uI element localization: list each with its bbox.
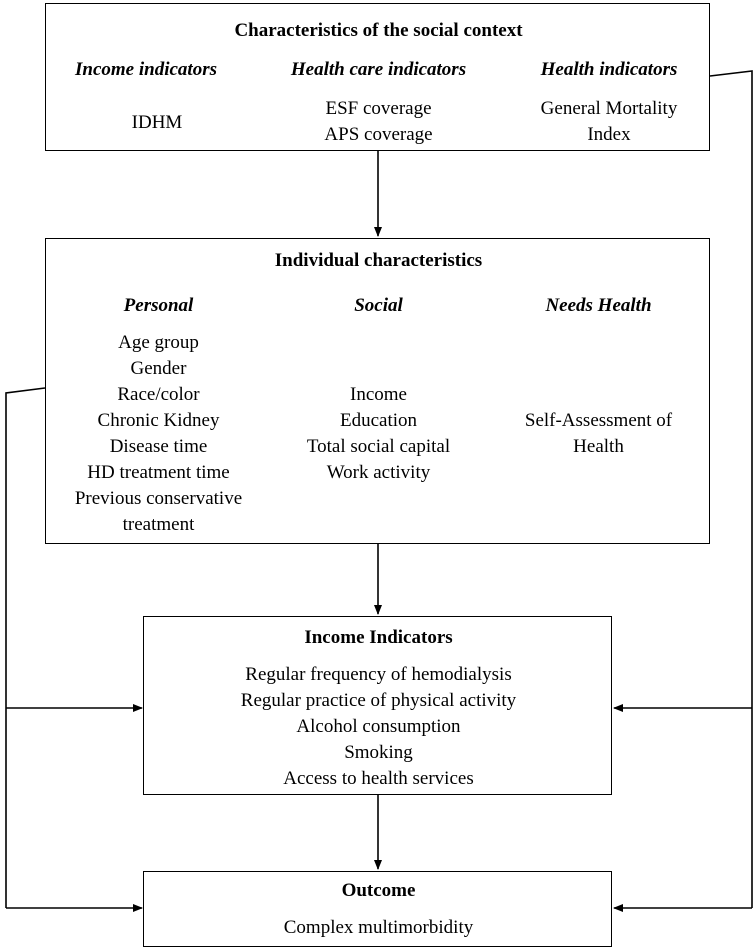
alcohol-consumption-item: Alcohol consumption xyxy=(296,716,461,737)
right-loop-line xyxy=(709,70,753,908)
education-item: Education xyxy=(339,410,418,431)
hemodialysis-frequency-item: Regular frequency of hemodialysis xyxy=(245,664,512,685)
physical-activity-item: Regular practice of physical activity xyxy=(240,690,517,711)
idhm-item: IDHM xyxy=(131,112,183,133)
left-loop-line xyxy=(5,387,46,908)
health-indicators-heading: Health indicators xyxy=(540,59,678,80)
social-context-box: Characteristics of the social context In… xyxy=(45,3,710,151)
work-activity-item: Work activity xyxy=(326,462,431,483)
needs-health-heading: Needs Health xyxy=(545,295,652,316)
outcome-box: Outcome Complex multimorbidity xyxy=(143,871,612,947)
esf-coverage-item: ESF coverage xyxy=(325,98,432,119)
access-health-services-item: Access to health services xyxy=(283,768,474,789)
income-indicators-heading: Income indicators xyxy=(75,59,217,80)
previous-conservative-item: Previous conservative xyxy=(74,488,243,509)
total-social-capital-item: Total social capital xyxy=(306,436,451,457)
income-indicators-box: Income Indicators Regular frequency of h… xyxy=(143,616,612,795)
social-list: Income Education Total social capital Wo… xyxy=(266,382,491,486)
health-care-indicators-list: ESF coverage APS coverage xyxy=(271,96,486,148)
self-assessment-item: Self-Assessment of xyxy=(524,410,673,431)
income-item: Income xyxy=(350,384,407,405)
income-indicators-title: Income Indicators xyxy=(304,627,453,648)
hd-treatment-time-item: HD treatment time xyxy=(87,462,230,483)
health-item: Health xyxy=(573,436,624,457)
disease-time-item: Disease time xyxy=(109,436,208,457)
personal-list: Age group Gender Race/color Chronic Kidn… xyxy=(46,330,271,538)
age-group-item: Age group xyxy=(118,332,199,353)
treatment-item: treatment xyxy=(122,514,195,535)
smoking-item: Smoking xyxy=(344,742,413,763)
aps-coverage-item: APS coverage xyxy=(324,124,433,145)
social-heading: Social xyxy=(354,295,403,316)
social-context-title: Characteristics of the social context xyxy=(234,20,523,41)
income-indicators-list: Regular frequency of hemodialysis Regula… xyxy=(144,662,613,792)
general-mortality-item: General Mortality xyxy=(540,98,678,119)
gender-item: Gender xyxy=(130,358,187,379)
individual-characteristics-title: Individual characteristics xyxy=(274,250,483,271)
complex-multimorbidity-item: Complex multimorbidity xyxy=(283,917,474,938)
health-care-indicators-heading: Health care indicators xyxy=(290,59,467,80)
race-color-item: Race/color xyxy=(117,384,200,405)
individual-characteristics-box: Individual characteristics Personal Soci… xyxy=(45,238,710,544)
outcome-title: Outcome xyxy=(341,880,416,901)
personal-heading: Personal xyxy=(123,295,194,316)
needs-health-list: Self-Assessment of Health xyxy=(486,408,711,460)
index-item: Index xyxy=(587,124,631,145)
health-indicators-list: General Mortality Index xyxy=(511,96,707,148)
chronic-kidney-item: Chronic Kidney xyxy=(97,410,220,431)
